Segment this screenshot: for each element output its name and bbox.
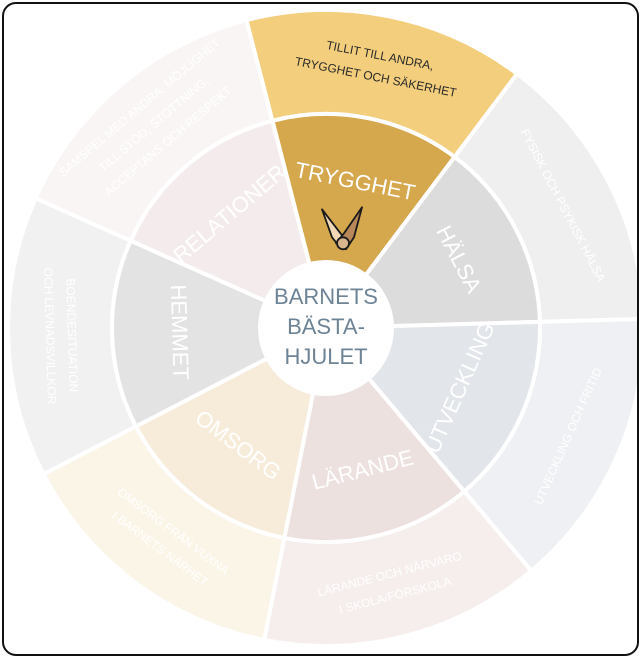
- segment-description-hemmet: OCH LEVNADSVILLKOR: [41, 267, 59, 404]
- holding-hands-icon: [321, 206, 363, 251]
- segment-label-hemmet: HEMMET: [166, 284, 194, 380]
- center-title-line: BÄSTA-: [287, 314, 365, 339]
- center-hub: BARNETS BÄSTA- HJULET: [258, 260, 394, 396]
- center-title-line: BARNETS: [274, 284, 378, 309]
- segment-description-hemmet: BOENDESITUATION: [63, 278, 80, 392]
- center-title-line: HJULET: [284, 344, 367, 369]
